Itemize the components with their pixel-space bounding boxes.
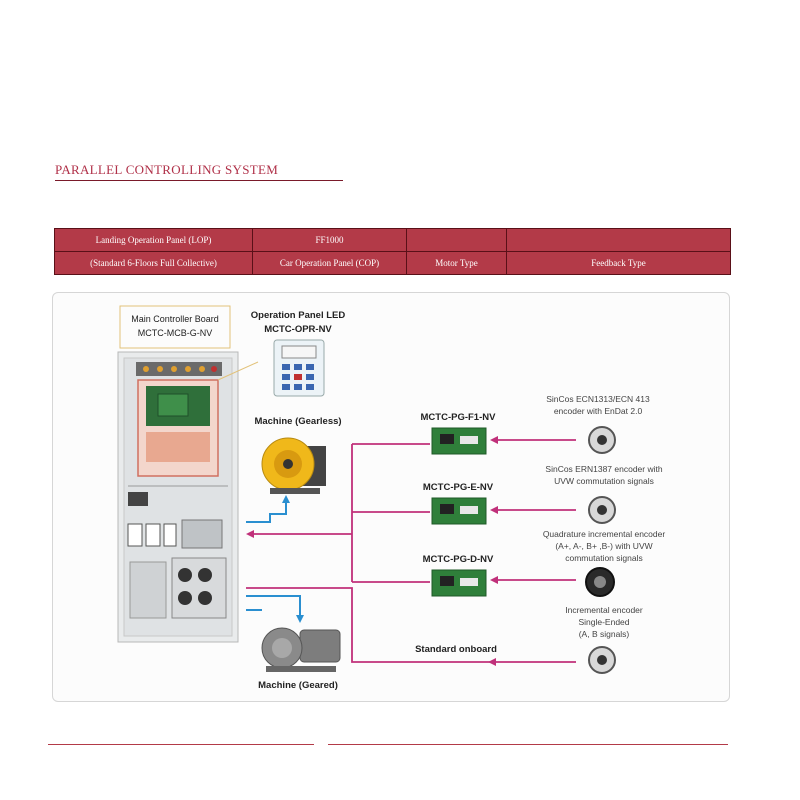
operation-panel-model: MCTC-OPR-NV: [264, 324, 332, 335]
encoder-3-label: (A+, A-, B+ ,B-) with UVW: [555, 541, 652, 551]
pg-card-d-image: [431, 569, 487, 597]
table-cell: Car Operation Panel (COP): [252, 251, 407, 275]
footer-rule-right: [328, 744, 728, 745]
table-cell: Feedback Type: [506, 251, 731, 275]
operation-panel-label: Operation Panel LED: [251, 310, 346, 321]
encoder-1-label: encoder with EnDat 2.0: [554, 406, 643, 416]
spec-table: Landing Operation Panel (LOP) FF1000 (St…: [54, 228, 731, 275]
encoder-4-label: Incremental encoder: [565, 605, 643, 615]
operation-panel-device: [273, 339, 325, 397]
footer-rule-left: [48, 744, 314, 745]
encoder-1-label: SinCos ECN1313/ECN 413: [546, 394, 650, 404]
pg-card-f1-image: [431, 427, 487, 455]
pg-card-d-label: MCTC-PG-D-NV: [423, 554, 494, 565]
board-leader-line: [217, 361, 259, 381]
encoder-4-icon: [588, 646, 616, 674]
main-board-callout-box: [119, 305, 231, 349]
table-cell: Motor Type: [406, 251, 507, 275]
encoder-3-label: Quadrature incremental encoder: [543, 529, 666, 539]
machine-gearless-label: Machine (Gearless): [254, 416, 341, 427]
gearless-machine-image: [261, 437, 326, 494]
table-row: (Standard 6-Floors Full Collective) Car …: [54, 251, 731, 275]
pg-card-e-image: [431, 497, 487, 525]
encoder-2-label: SinCos ERN1387 encoder with: [545, 464, 662, 474]
table-cell: [506, 228, 731, 252]
encoder-3-icon: [585, 567, 615, 597]
standard-onboard-label: Standard onboard: [415, 644, 497, 655]
table-cell: (Standard 6-Floors Full Collective): [54, 251, 253, 275]
pg-card-e-label: MCTC-PG-E-NV: [423, 482, 494, 493]
encoder-1-icon: [588, 426, 616, 454]
machine-geared-label: Machine (Geared): [258, 680, 338, 691]
pg-card-f1-label: MCTC-PG-F1-NV: [421, 412, 497, 423]
encoder-2-icon: [588, 496, 616, 524]
signal-connection-lines: [246, 436, 576, 666]
encoder-3-label: commutation signals: [565, 553, 642, 563]
table-cell: [406, 228, 507, 252]
table-cell: FF1000: [252, 228, 407, 252]
main-board-model: MCTC-MCB-G-NV: [138, 328, 213, 338]
encoder-4-label: (A, B signals): [579, 629, 630, 639]
power-connection-lines: [246, 495, 304, 623]
controller-cabinet: [117, 351, 239, 643]
table-row: Landing Operation Panel (LOP) FF1000: [54, 228, 731, 252]
encoder-2-label: UVW commutation signals: [554, 476, 654, 486]
encoder-4-label: Single-Ended: [578, 617, 629, 627]
title-underline: [55, 180, 343, 181]
page-title: PARALLEL CONTROLLING SYSTEM: [55, 162, 279, 177]
geared-machine-image: [261, 627, 341, 672]
main-board-label: Main Controller Board: [131, 314, 219, 324]
